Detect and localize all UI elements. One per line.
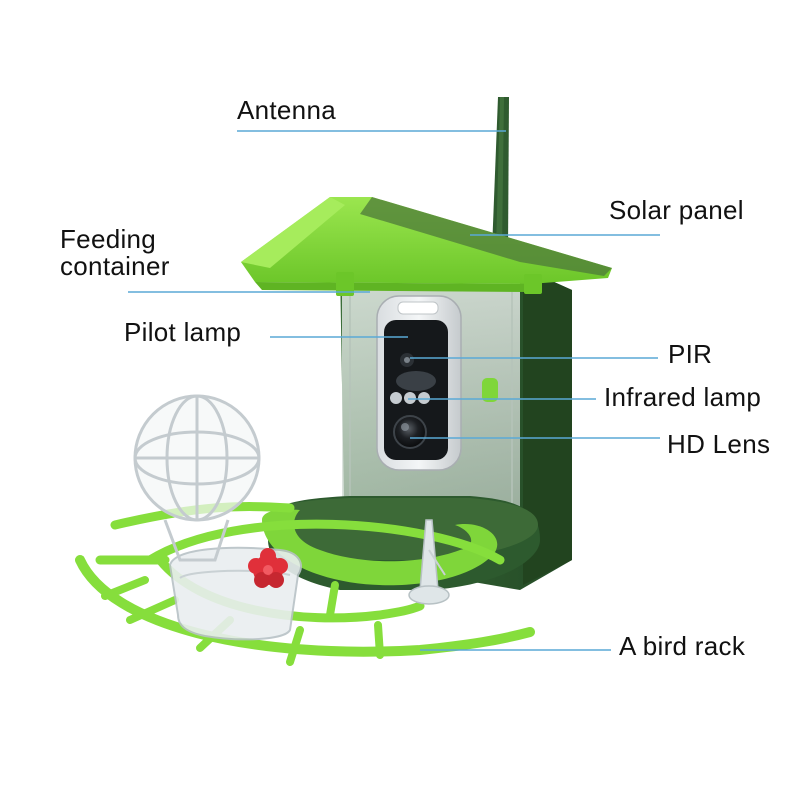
infrared-lamp-2 — [404, 392, 416, 404]
label-pilot-lamp: Pilot lamp — [124, 319, 241, 346]
solar-panel-roof — [241, 197, 612, 296]
infrared-lamp-1 — [390, 392, 402, 404]
infrared-lamp-3 — [418, 392, 430, 404]
label-solar-panel: Solar panel — [609, 197, 744, 224]
hd-lens — [394, 416, 426, 448]
label-bird-rack: A bird rack — [619, 633, 745, 660]
label-infrared-lamp: Infrared lamp — [604, 384, 761, 411]
nectar-cup — [170, 548, 301, 640]
antenna — [492, 97, 509, 250]
label-feeding-container: Feeding container — [60, 226, 170, 281]
label-antenna: Antenna — [237, 97, 336, 124]
label-hd-lens: HD Lens — [667, 431, 770, 458]
pir-sensor — [396, 371, 436, 391]
camera — [377, 296, 461, 470]
label-pir: PIR — [668, 341, 712, 368]
food-tray — [262, 496, 540, 590]
